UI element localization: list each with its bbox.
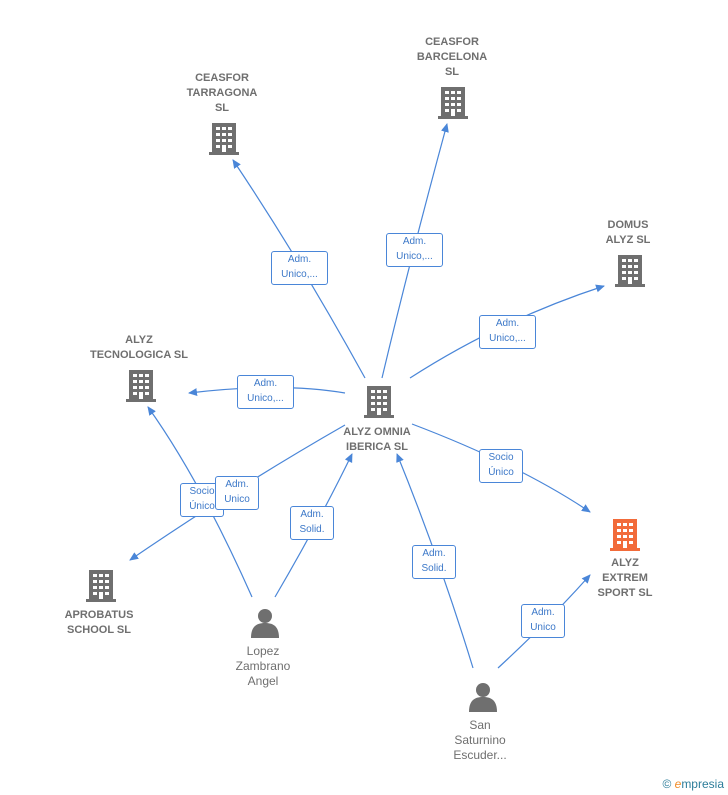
edge-label-lopez-omnia[interactable]: Adm. Solid. bbox=[290, 506, 334, 540]
building-icon-alyz-omnia[interactable] bbox=[364, 386, 394, 418]
brand-name: mpresia bbox=[681, 777, 724, 791]
node-label-domus-alyz[interactable]: DOMUS ALYZ SL bbox=[605, 219, 651, 246]
person-icon-lopez[interactable] bbox=[251, 609, 279, 638]
node-label-san-saturnino[interactable]: San Saturnino Escuder... bbox=[453, 718, 507, 762]
building-icon-alyz-tecnologica[interactable] bbox=[126, 370, 156, 402]
edge-label-omnia-aprobatus[interactable]: Adm. Unico bbox=[215, 476, 259, 510]
building-icon-ceasfor-barcelona[interactable] bbox=[438, 87, 468, 119]
node-label-ceasfor-barcelona[interactable]: CEASFOR BARCELONA SL bbox=[416, 36, 488, 78]
edge-label-omnia-domus[interactable]: Adm. Unico,... bbox=[479, 315, 536, 349]
person-icon-san-saturnino[interactable] bbox=[469, 683, 497, 712]
edge-label-san-extrem[interactable]: Adm. Unico bbox=[521, 604, 565, 638]
node-label-alyz-tecnologica[interactable]: ALYZ TECNOLOGICA SL bbox=[90, 334, 188, 361]
node-label-alyz-omnia[interactable]: ALYZ OMNIA IBERICA SL bbox=[343, 426, 411, 453]
building-icon-aprobatus[interactable] bbox=[86, 570, 116, 602]
edge-label-omnia-barcelona[interactable]: Adm. Unico,... bbox=[386, 233, 443, 267]
building-icon-domus-alyz[interactable] bbox=[615, 255, 645, 287]
building-icon-alyz-extrem[interactable] bbox=[610, 519, 640, 551]
empresia-logo: © empresia bbox=[662, 777, 724, 791]
brand-e: e bbox=[674, 777, 682, 791]
node-label-aprobatus[interactable]: APROBATUS SCHOOL SL bbox=[64, 609, 134, 636]
copyright-symbol: © bbox=[662, 777, 672, 791]
edge-label-omnia-tecnologica[interactable]: Adm. Unico,... bbox=[237, 375, 294, 409]
edge-label-omnia-extrem[interactable]: Socio Único bbox=[479, 449, 523, 483]
edge-label-san-omnia[interactable]: Adm. Solid. bbox=[412, 545, 456, 579]
node-label-ceasfor-tarragona[interactable]: CEASFOR TARRAGONA SL bbox=[186, 72, 258, 114]
edge-label-omnia-tarragona[interactable]: Adm. Unico,... bbox=[271, 251, 328, 285]
building-icon-ceasfor-tarragona[interactable] bbox=[209, 123, 239, 155]
node-label-lopez[interactable]: Lopez Zambrano Angel bbox=[235, 644, 291, 688]
node-label-alyz-extrem[interactable]: ALYZ EXTREM SPORT SL bbox=[597, 557, 653, 599]
